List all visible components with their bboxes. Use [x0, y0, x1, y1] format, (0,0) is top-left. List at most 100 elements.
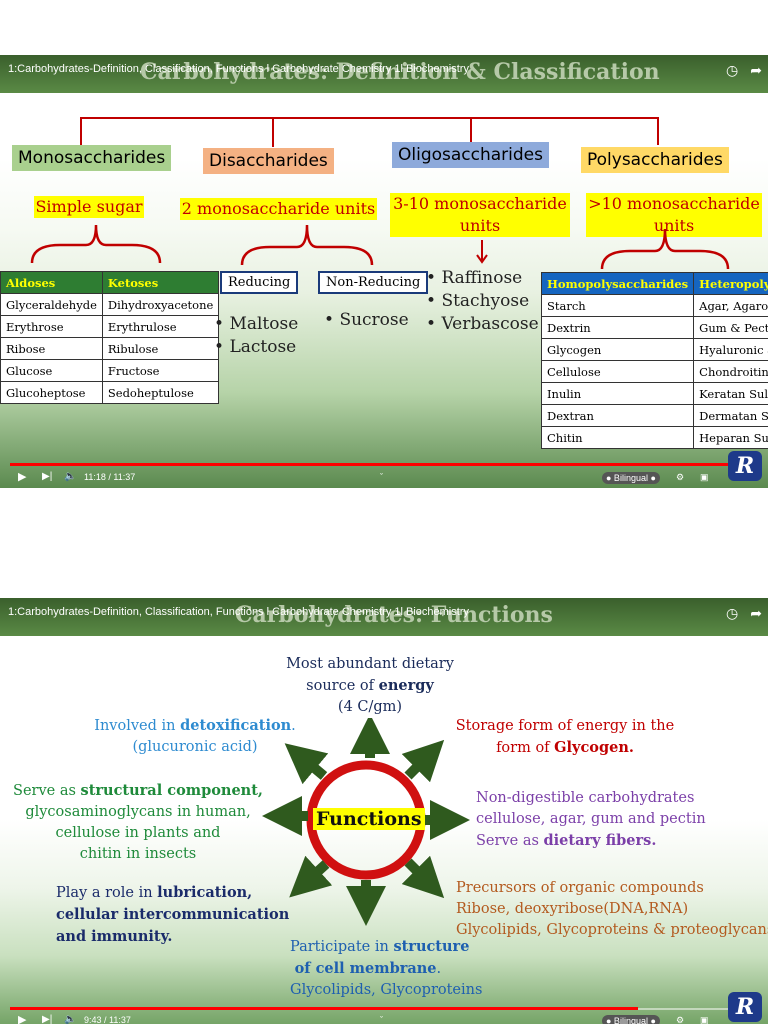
table-cell: Dextrin: [540, 316, 695, 339]
reducing-label: Reducing: [220, 271, 299, 294]
table-cell: Cellulose: [540, 360, 695, 383]
function-membrane: Participate in structure of cell membran…: [290, 936, 482, 1001]
settings-icon[interactable]: ⚙: [676, 1015, 685, 1024]
video-title[interactable]: 1:Carbohydrates-Definition, Classificati…: [8, 606, 469, 618]
video-title-bar: [0, 598, 768, 636]
table-cell: Dihydroxyacetone: [101, 293, 220, 316]
table-cell: Hyaluronic acid: [693, 338, 768, 361]
table-cell: Glucose: [0, 359, 103, 382]
table-header-cell: Ketoses: [101, 271, 220, 294]
progress-bar[interactable]: [10, 1007, 639, 1010]
function-precursors: Precursors of organic compounds Ribose, …: [456, 878, 768, 941]
share-icon[interactable]: ➦: [750, 606, 762, 622]
table-header-cell: Aldoses: [0, 271, 103, 294]
function-energy: Most abundant dietary source of energy (…: [270, 654, 470, 718]
video-player-2[interactable]: 1:Carbohydrates-Definition, Classificati…: [0, 598, 768, 1024]
share-icon[interactable]: ➦: [750, 63, 762, 79]
text-line: Participate in structure: [290, 938, 470, 955]
time-display: 9:43 / 11:37: [84, 1015, 131, 1024]
function-dietary-fiber: Non-digestible carbohydrates cellulose, …: [476, 788, 716, 852]
table-cell: Ribose: [0, 337, 103, 360]
slide-title: Carbohydrates: Functions: [235, 602, 553, 628]
table-cell: Agar, Agarose: [693, 294, 768, 317]
bilingual-toggle[interactable]: ● Bilingual ●: [602, 472, 660, 484]
bilingual-toggle[interactable]: ● Bilingual ●: [602, 1015, 660, 1024]
list-item: Raffinose: [426, 267, 539, 290]
category-oligosaccharides: Oligosaccharides: [392, 142, 549, 168]
play-icon[interactable]: ▶: [18, 471, 27, 483]
tree-connector: [80, 117, 658, 119]
volume-icon[interactable]: 🔈: [64, 1014, 77, 1024]
table-cell: Glucoheptose: [0, 381, 103, 404]
video-title[interactable]: 1:Carbohydrates-Definition, Classificati…: [8, 63, 469, 75]
text-line: chitin in insects: [79, 846, 197, 862]
table-cell: Erythrulose: [101, 315, 220, 338]
captions-icon[interactable]: ▣: [700, 1015, 709, 1024]
text-line: cellulose in plants and: [55, 825, 221, 841]
brace-icon: [240, 224, 374, 266]
clock-icon[interactable]: ◷: [726, 606, 739, 622]
text-line: Involved in detoxification.: [94, 717, 296, 734]
volume-icon[interactable]: 🔈: [64, 471, 77, 482]
next-icon[interactable]: ▶|: [42, 1014, 53, 1024]
next-icon[interactable]: ▶|: [42, 471, 53, 482]
table-cell: Starch: [540, 294, 695, 317]
table-header-cell: Homopolysaccharides: [540, 272, 695, 295]
clock-icon[interactable]: ◷: [726, 63, 739, 79]
tree-connector: [80, 117, 82, 147]
text-line: glycosaminoglycans in human,: [25, 804, 251, 820]
text-line: Play a role in lubrication,: [56, 884, 253, 901]
play-icon[interactable]: ▶: [18, 1014, 27, 1024]
desc-oligosaccharides: 3-10 monosaccharide units: [390, 193, 570, 237]
player-controls: ▶ ▶| 🔈 11:18 / 11:37 ˇ ● Bilingual ● ⚙ ▣: [0, 463, 768, 488]
polysaccharide-table: HomopolysaccharidesHeteropolysaccharides…: [540, 272, 768, 449]
chevron-down-icon[interactable]: ˇ: [380, 1015, 383, 1024]
down-arrow-icon: [476, 240, 488, 264]
function-storage: Storage form of energy in the form of Gl…: [450, 716, 680, 759]
title-bar-icons: ◷➦: [714, 63, 762, 79]
progress-bar[interactable]: [10, 463, 736, 466]
oligosaccharide-list: Raffinose Stachyose Verbascose: [426, 267, 539, 336]
table-cell: Glycogen: [540, 338, 695, 361]
table-header-cell: Heteropolysaccharides: [693, 272, 768, 295]
list-item: Maltose: [214, 313, 298, 336]
chevron-down-icon[interactable]: ˇ: [380, 472, 383, 482]
function-structural: Serve as structural component, glycosami…: [8, 780, 268, 865]
player-controls: ▶ ▶| 🔈 9:43 / 11:37 ˇ ● Bilingual ● ⚙ ▣: [0, 1006, 768, 1024]
nonreducing-label: Non-Reducing: [318, 271, 429, 294]
tree-connector: [470, 117, 472, 143]
time-display: 11:18 / 11:37: [84, 472, 136, 482]
desc-polysaccharides: >10 monosaccharide units: [586, 193, 762, 237]
table-cell: Sedoheptulose: [101, 381, 220, 404]
text-line: cellulose, agar, gum and pectin: [476, 811, 706, 827]
table-cell: Gum & Pectin: [693, 316, 768, 339]
text-line: and immunity.: [56, 928, 173, 945]
category-polysaccharides: Polysaccharides: [581, 147, 729, 173]
brace-icon: [600, 228, 730, 270]
table-cell: Fructose: [101, 359, 220, 382]
text-line: Non-digestible carbohydrates: [476, 790, 695, 806]
reducing-list: Maltose Lactose: [214, 313, 298, 359]
slide-title: Carbohydrates: Definition & Classificati…: [140, 59, 660, 85]
functions-center-label: Functions: [313, 808, 425, 830]
table-cell: Erythrose: [0, 315, 103, 338]
text-line: Storage form of energy in the: [455, 718, 675, 734]
desc-disaccharides: 2 monosaccharide units: [180, 198, 377, 220]
text-line: Most abundant dietary: [286, 656, 454, 672]
table-cell: Ribulose: [101, 337, 220, 360]
video-player-1[interactable]: 1:Carbohydrates-Definition, Classificati…: [0, 55, 768, 488]
category-monosaccharides: Monosaccharides: [12, 145, 172, 171]
table-cell: Dermatan Sulfate: [693, 404, 768, 427]
channel-logo: R: [728, 451, 762, 481]
function-lubrication: Play a role in lubrication, cellular int…: [56, 882, 296, 948]
settings-icon[interactable]: ⚙: [676, 472, 685, 482]
captions-icon[interactable]: ▣: [700, 472, 709, 482]
